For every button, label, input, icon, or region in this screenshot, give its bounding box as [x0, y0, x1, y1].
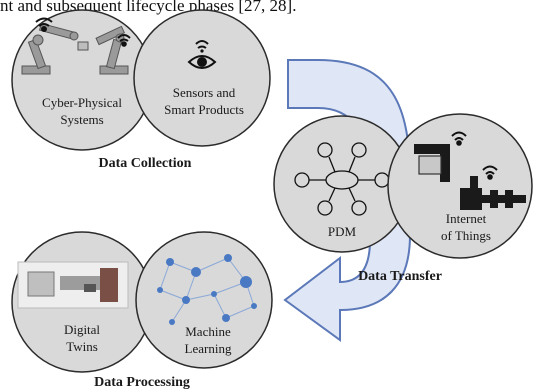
circle-machine-learning: Machine Learning [135, 231, 273, 369]
circle-cyber-physical-systems: Cyber-Physical Systems [11, 9, 153, 151]
pdm-network-icon [294, 142, 390, 216]
label-cyber-physical-line1: Cyber-Physical [42, 95, 122, 110]
label-digital-twins-line2: Twins [66, 339, 98, 354]
circle-internet-of-things: Internet of Things [387, 113, 533, 259]
machine-photo-icon [17, 261, 129, 309]
wifi-icon [117, 34, 131, 47]
label-sensors-line1: Sensors and [173, 85, 236, 100]
label-pdm: PDM [328, 224, 357, 239]
label-cyber-physical-line2: Systems [60, 112, 103, 127]
label-machine-learning-line1: Machine [185, 324, 231, 339]
label-sensors-line2: Smart Products [164, 102, 244, 117]
wifi-icon [35, 17, 53, 32]
heading-data-transfer: Data Transfer [358, 269, 442, 284]
factory-machines-icon [414, 144, 526, 210]
eye-sensor-icon [187, 40, 217, 69]
label-iot-line2: of Things [441, 228, 491, 243]
wifi-icon [482, 165, 498, 180]
label-digital-twins-line1: Digital [64, 322, 100, 337]
heading-data-processing: Data Processing [94, 375, 190, 390]
circle-sensors-smart-products: Sensors and Smart Products [133, 9, 271, 147]
label-iot-line1: Internet [446, 211, 487, 226]
label-machine-learning-line2: Learning [185, 341, 232, 356]
circle-digital-twins: Digital Twins [11, 231, 153, 373]
heading-data-collection: Data Collection [99, 156, 192, 171]
circle-pdm: PDM [273, 115, 411, 253]
neural-network-icon [157, 254, 257, 325]
wifi-icon [451, 131, 467, 146]
